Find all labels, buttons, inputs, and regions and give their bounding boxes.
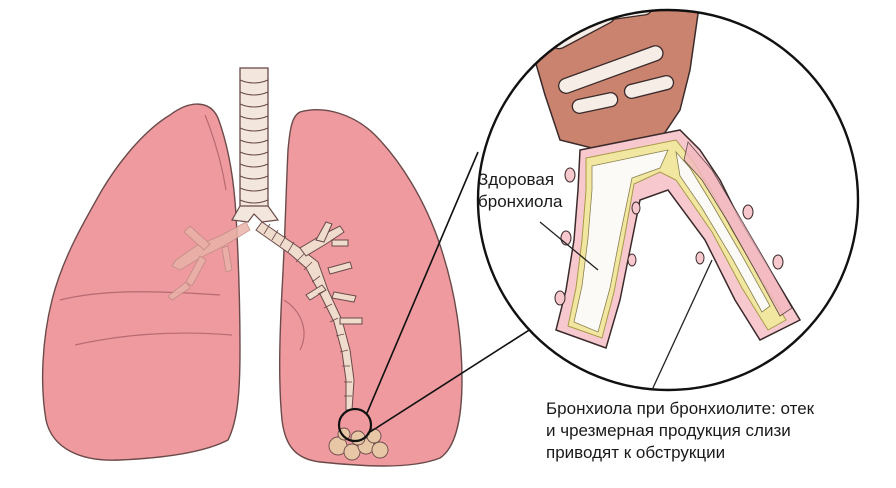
right-lung — [41, 103, 241, 461]
bronchial-tree-right — [167, 221, 251, 301]
label-inflamed-line-3: приводят к обструкции — [546, 443, 726, 462]
leader-inflamed — [651, 259, 713, 391]
label-inflamed-line-2: и чрезмерная продукция слизи — [546, 421, 791, 440]
alveoli-cluster — [328, 427, 389, 461]
right-lung-lobe-edge — [204, 114, 227, 191]
label-inflamed-bronchiole: Бронхиола при бронхиолите: отек и чрезме… — [546, 398, 886, 464]
right-lung-fissure — [59, 291, 221, 301]
label-healthy-line-2: бронхиола — [478, 192, 563, 211]
lungs — [41, 103, 463, 467]
label-healthy-line-1: Здоровая — [478, 170, 555, 189]
magnifier-callout — [337, 151, 549, 443]
label-inflamed-line-1: Бронхиола при бронхиолите: отек — [546, 399, 815, 418]
inflamed-lumen — [675, 150, 771, 313]
left-lung — [278, 109, 463, 467]
label-healthy-bronchiole: Здоровая бронхиола — [478, 169, 598, 213]
left-lung-notch — [283, 299, 305, 351]
bronchial-tree-left — [255, 221, 363, 411]
edema-swelling — [683, 141, 793, 317]
trachea — [231, 67, 280, 223]
healthy-lumen — [573, 149, 669, 333]
zoom-circle-border — [476, 8, 860, 392]
leader-healthy — [539, 221, 599, 271]
magnifier-small-circle — [337, 407, 373, 443]
bronchial-rings-left — [263, 223, 352, 397]
right-lung-fissure-2 — [74, 332, 233, 346]
